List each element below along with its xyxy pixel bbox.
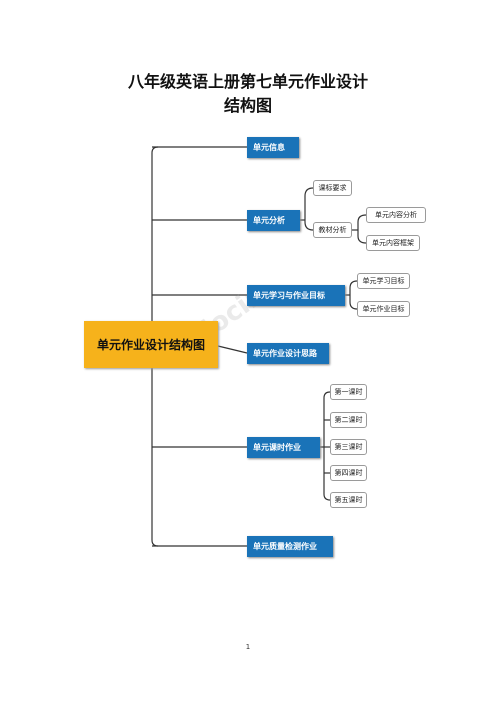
node-unit-analysis: 单元分析 — [247, 210, 300, 231]
page-number: 1 — [245, 643, 251, 651]
node-lesson-homework: 单元课时作业 — [247, 437, 320, 458]
leaf-learning-goal: 单元学习目标 — [357, 273, 410, 289]
leaf-homework-goal: 单元作业目标 — [357, 301, 410, 317]
root-node: 单元作业设计结构图 — [84, 321, 218, 368]
node-unit-info: 单元信息 — [247, 137, 299, 158]
leaf-content-analysis: 单元内容分析 — [366, 207, 426, 223]
leaf-lesson-5: 第五课时 — [330, 492, 367, 508]
node-learning-goals: 单元学习与作业目标 — [247, 285, 345, 306]
leaf-lesson-1: 第一课时 — [330, 384, 367, 400]
leaf-curriculum: 课标要求 — [313, 180, 352, 196]
document-title: 八年级英语上册第七单元作业设计 — [127, 72, 368, 91]
node-quality-test: 单元质量检测作业 — [247, 536, 333, 557]
leaf-lesson-3: 第三课时 — [330, 439, 367, 455]
leaf-textbook: 教材分析 — [313, 222, 352, 238]
leaf-lesson-4: 第四课时 — [330, 465, 367, 481]
leaf-lesson-2: 第二课时 — [330, 412, 367, 428]
leaf-content-framework: 单元内容框架 — [366, 235, 420, 251]
document-subtitle: 结构图 — [223, 96, 272, 115]
node-design-approach: 单元作业设计思路 — [247, 343, 329, 364]
